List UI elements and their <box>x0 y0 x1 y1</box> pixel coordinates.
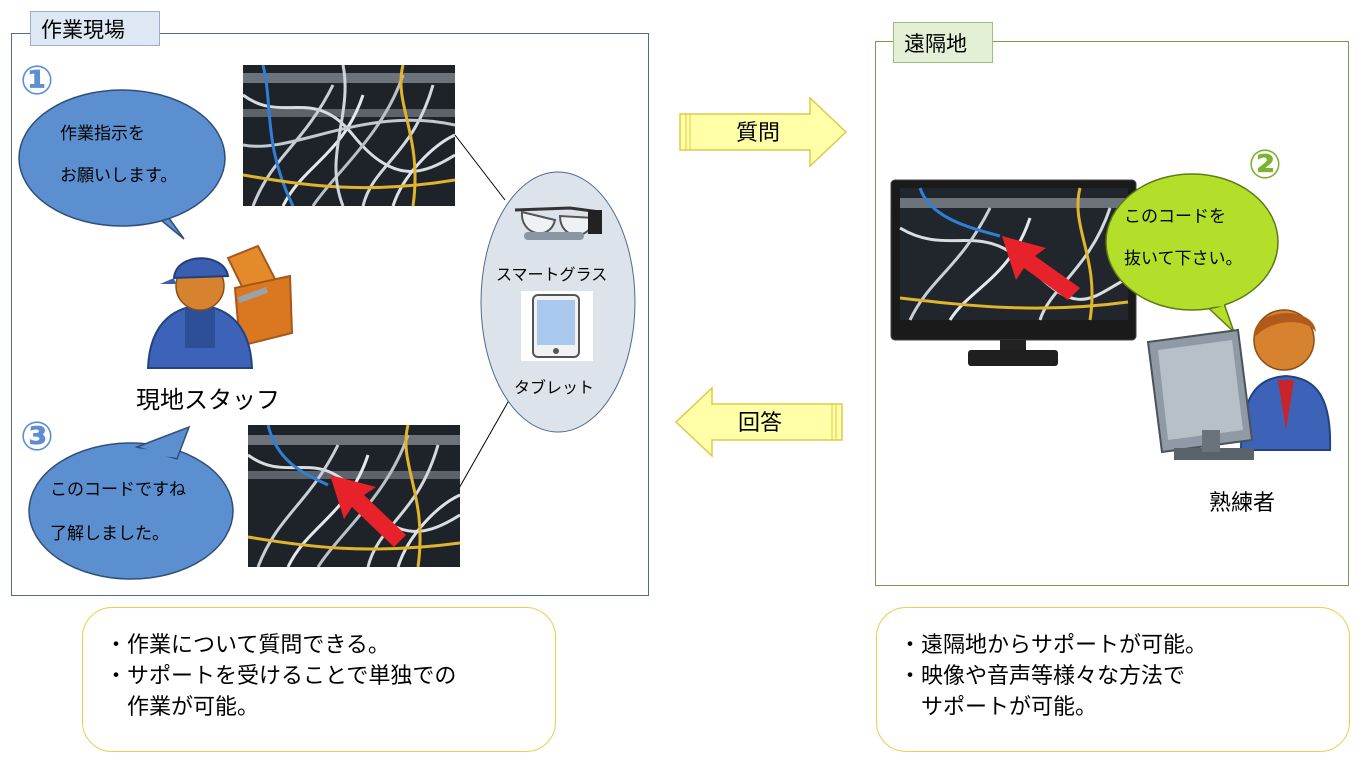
tablet-label: タブレット <box>514 378 595 397</box>
site-panel-title: 作業現場 <box>30 11 160 46</box>
site-note-line-2: ・サポートを受けることで単独での <box>105 664 457 689</box>
step-3-marker: ③ <box>20 414 54 460</box>
bubble-3-line-2: 了解しました。 <box>50 524 169 544</box>
site-benefits-note: ・作業について質問できる。 ・サポートを受けることで単独での 作業が可能。 <box>82 607 556 752</box>
pointer-arrow-icon <box>330 475 406 547</box>
site-note-line-3: 作業が可能。 <box>105 695 260 720</box>
device-connector-lines <box>454 134 513 491</box>
smart-glasses-label: スマートグラス <box>496 265 608 284</box>
bubble-1-line-1: 作業指示を <box>60 124 145 144</box>
site-panel <box>11 33 649 596</box>
site-note-line-1: ・作業について質問できる。 <box>105 633 390 658</box>
bubble-1-line-2: お願いします。 <box>60 166 178 186</box>
question-label: 質問 <box>735 121 780 146</box>
smart-glasses-icon <box>514 206 602 240</box>
field-staff-label: 現地スタッフ <box>136 386 280 414</box>
step-1-marker: ① <box>20 58 54 104</box>
speech-bubble-3 <box>28 425 234 580</box>
remote-benefits-note: ・遠隔地からサポートが可能。 ・映像や音声等様々な方法で サポートが可能。 <box>876 607 1350 752</box>
expert-icon <box>1146 309 1332 460</box>
answer-arrow <box>674 386 843 458</box>
speech-bubble-2 <box>1105 173 1279 333</box>
remote-monitor-icon <box>890 179 1137 366</box>
field-staff-icon <box>146 244 294 369</box>
remote-pointer-arrow-icon <box>1002 236 1080 300</box>
cable-photo-top <box>243 65 455 206</box>
remote-note-line-2: ・映像や音声等様々な方法で <box>899 664 1186 689</box>
speech-bubble-1 <box>18 89 226 240</box>
tablet-icon <box>521 291 593 361</box>
remote-panel-title: 遠隔地 <box>893 22 993 63</box>
remote-note-line-1: ・遠隔地からサポートが可能。 <box>899 633 1208 658</box>
bubble-2-line-2: 抜いて下さい。 <box>1124 249 1243 269</box>
remote-panel <box>875 41 1349 586</box>
answer-label: 回答 <box>737 411 782 436</box>
bubble-3-line-1: このコードですね <box>50 480 186 500</box>
expert-label: 熟練者 <box>1209 491 1276 516</box>
bubble-2-line-1: このコードを <box>1124 207 1226 227</box>
question-arrow <box>679 96 848 168</box>
cable-photo-bottom <box>248 425 460 567</box>
step-2-marker: ② <box>1248 142 1282 188</box>
remote-note-line-3: サポートが可能。 <box>899 695 1098 720</box>
